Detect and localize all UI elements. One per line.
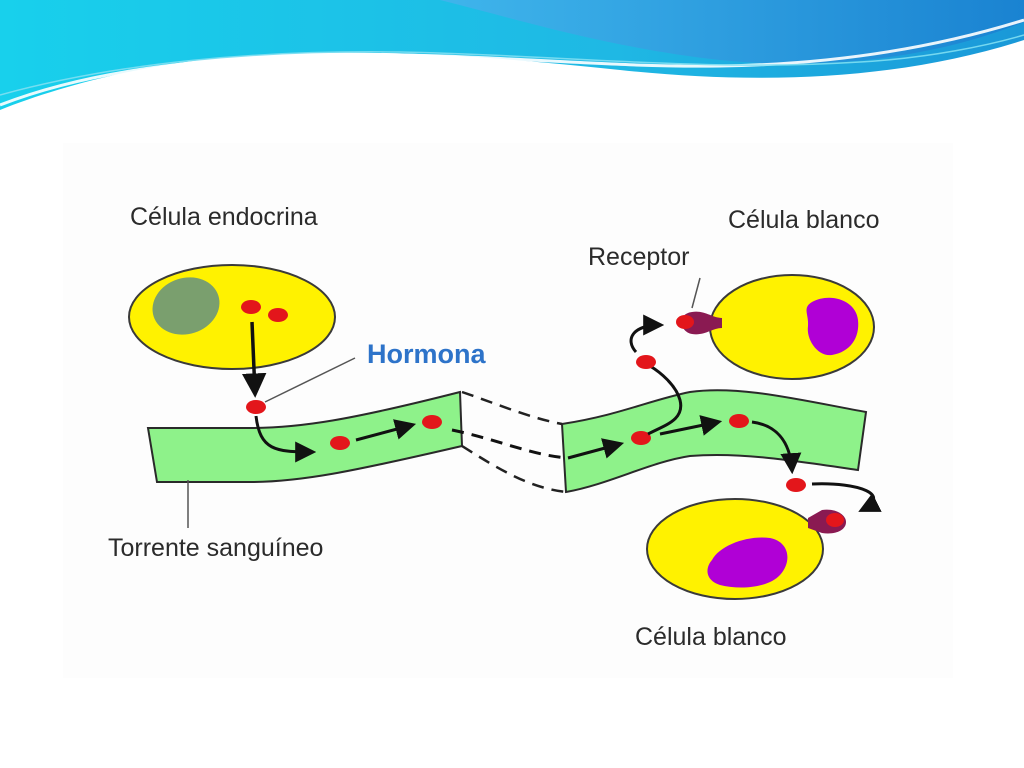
- bloodstream-gap-bottom: [461, 444, 567, 494]
- label-endocrine-cell: Célula endocrina: [130, 203, 318, 231]
- label-hormone: Hormona: [367, 339, 486, 369]
- endocrine-cell-nucleus: [152, 277, 220, 335]
- slide-header-waves: [0, 0, 1024, 110]
- receptor-label-pointer: [691, 277, 701, 309]
- branch-arrow-up: [647, 364, 683, 436]
- label-bloodstream: Torrente sanguíneo: [108, 534, 323, 562]
- hormone-molecule: [786, 478, 806, 492]
- flow-dashed-arrow-path: [451, 428, 569, 460]
- hormone-molecule: [330, 436, 350, 450]
- header-wave-highlight: [0, 18, 1024, 107]
- hormone-molecule: [241, 300, 261, 314]
- hormone-molecule-bound: [826, 513, 844, 527]
- label-receptor: Receptor: [588, 243, 689, 271]
- flow-arrow: [659, 415, 723, 436]
- hormone-molecule-bound: [676, 315, 694, 329]
- bloodstream-gap-top: [461, 390, 563, 426]
- bloodstream-right-segment: [560, 389, 868, 494]
- hormone-label-pointer: [264, 357, 356, 403]
- hormone-molecule: [631, 431, 651, 445]
- hormone-molecule: [729, 414, 749, 428]
- label-target-cell-bottom: Célula blanco: [635, 623, 787, 651]
- flow-arrow: [355, 419, 417, 442]
- bloodstream-left-segment: [146, 390, 464, 483]
- flow-arrow: [567, 438, 625, 460]
- binding-arrow-top: [629, 314, 665, 354]
- header-wave-front: [440, 0, 1024, 64]
- hormone-molecule: [268, 308, 288, 322]
- label-target-cell-top: Célula blanco: [728, 206, 880, 234]
- target-cell-bottom-nucleus: [707, 537, 788, 588]
- secretion-arrow: [241, 321, 267, 398]
- hormone-molecule: [246, 400, 266, 414]
- binding-arrow-bottom: [811, 482, 882, 512]
- header-wave-line: [0, 34, 1024, 96]
- hormone-molecule: [422, 415, 442, 429]
- flow-arrow-curve: [254, 415, 317, 463]
- branch-arrow-down: [751, 420, 802, 475]
- target-cell-top-nucleus: [806, 297, 859, 356]
- hormone-molecule: [636, 355, 656, 369]
